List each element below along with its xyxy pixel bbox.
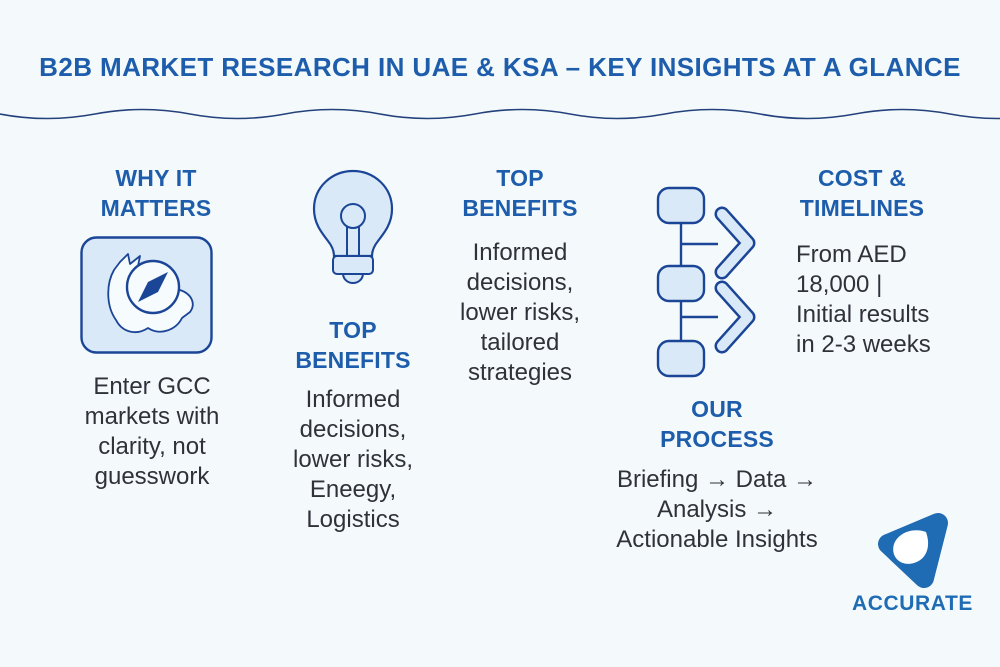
- wavy-divider-line: [0, 108, 1000, 120]
- page-title: B2B MARKET RESEARCH IN UAE & KSA – KEY I…: [39, 52, 961, 82]
- heading-top-benefits-1: TOP BENEFITS: [295, 317, 411, 373]
- accurate-logo-icon: [878, 513, 948, 588]
- text-our-process: Briefing → Data → Analysis → Actionable …: [616, 466, 818, 553]
- heading-our-process: OUR PROCESS: [660, 396, 774, 452]
- heading-top-benefits-2: TOP BENEFITS: [462, 165, 578, 221]
- logo-wordmark: ACCURATE: [851, 592, 974, 615]
- heading-cost-timelines: COST & TIMELINES: [799, 165, 925, 221]
- map-compass-icon: [80, 236, 213, 354]
- flowchart-arrows-icon: [656, 186, 756, 378]
- text-top-benefits-1: Informed decisions, lower risks, Eneegy,…: [292, 386, 413, 533]
- lightbulb-icon: [312, 169, 394, 284]
- text-top-benefits-2: Informed decisions, lower risks, tailore…: [459, 239, 580, 386]
- heading-why-it-matters: WHY IT MATTERS: [100, 165, 212, 221]
- text-why-it-matters: Enter GCC markets with clarity, not gues…: [84, 373, 220, 490]
- text-cost-timelines: From AED 18,000 | Initial results in 2-3…: [796, 241, 931, 358]
